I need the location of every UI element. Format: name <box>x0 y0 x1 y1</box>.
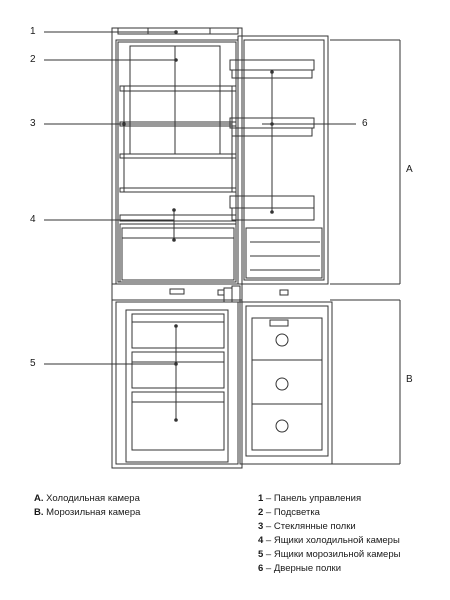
legend-parts: 1 – Панель управления 2 – Подсветка 3 – … <box>258 492 400 576</box>
callout-1: 1 <box>30 26 36 37</box>
callout-4: 4 <box>30 214 36 225</box>
legend-item: 2 – Подсветка <box>258 507 320 518</box>
legend-item: 3 – Стеклянные полки <box>258 521 356 532</box>
glass-shelves <box>119 85 237 222</box>
legend-item: 5 – Ящики морозильной камеры <box>258 549 401 560</box>
section-label-a: A <box>406 164 413 175</box>
freezer-body <box>115 301 239 465</box>
legend-item: B. Морозильная камера <box>34 507 141 518</box>
legend-item: 4 – Ящики холодильной камеры <box>258 535 400 546</box>
callout-5: 5 <box>30 358 36 369</box>
legend-compartments: A. Холодильная камера B. Морозильная кам… <box>34 492 140 520</box>
callout-3: 3 <box>30 118 36 129</box>
leader-lines <box>44 31 356 420</box>
section-label-b: B <box>406 374 413 385</box>
upper-door <box>229 35 329 285</box>
lower-door <box>239 301 333 465</box>
legend-item: 6 – Дверные полки <box>258 563 342 574</box>
legend-item: 1 – Панель управления <box>258 493 362 504</box>
middle-divider <box>111 283 289 303</box>
dimension-lines <box>330 39 401 465</box>
callout-6: 6 <box>362 118 368 129</box>
callout-2: 2 <box>30 54 36 65</box>
fridge-drawers <box>119 223 237 283</box>
legend-item: A. Холодильная камера <box>34 493 140 504</box>
